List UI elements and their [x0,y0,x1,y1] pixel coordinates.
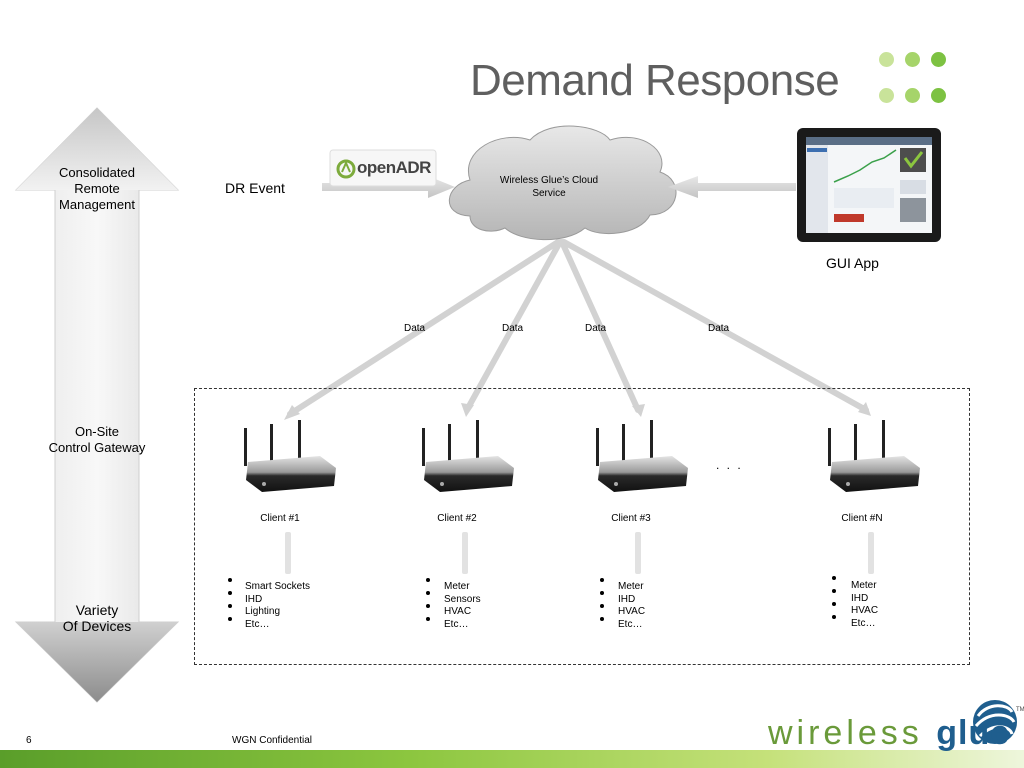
openadr-logo-text: openADR [357,158,431,177]
device-list-client-n: Meter IHD HVAC Etc… [851,580,878,630]
list-item: Meter [444,581,470,592]
consolidated-remote-management-label: Consolidated Remote Management [59,165,135,212]
dr-event-arrow [322,176,455,198]
list-item: IHD [245,593,263,605]
client-label-3: Client #3 [611,513,651,524]
variety-of-devices-label: Variety Of Devices [62,602,132,634]
list-item: Etc… [851,617,876,629]
list-item: Meter [618,581,644,592]
confidential-notice: WGN Confidential [232,735,313,746]
data-label-3: Data [585,323,607,334]
list-item: HVAC [444,606,472,617]
dr-event-label: DR Event [225,180,285,196]
openadr-logo [329,149,437,187]
device-list-client-1: Smart Sockets IHD Lighting Etc… [245,581,310,631]
data-label-2: Data [502,323,524,334]
list-item: Lighting [245,606,281,617]
device-list-client-3: Meter IHD HVAC Etc… [618,581,645,631]
list-item: Etc… [444,618,469,630]
list-item: Etc… [618,618,643,630]
gui-app-tablet [797,128,941,242]
wireless-glue-logo-mark [973,700,1017,744]
list-item: IHD [618,593,636,605]
list-item: HVAC [851,605,879,616]
data-label-4: Data [708,323,730,334]
cloud-shape [448,125,677,241]
logo-trademark: TM [1016,707,1024,713]
more-clients-ellipsis: . . . [716,458,743,472]
footer-bar [0,750,1024,768]
client-label-n: Client #N [841,513,883,524]
on-site-clients-frame [194,388,970,665]
client-label-1: Client #1 [260,513,300,524]
list-item: Etc… [245,618,270,630]
data-label-1: Data [404,323,426,334]
device-connectors [285,532,874,574]
list-item: Smart Sockets [245,581,311,592]
vertical-double-arrow [14,107,180,703]
cloud-service-label: Wireless Glue’s Cloud Service [499,175,599,199]
wireless-glue-logo-text: wireless glue [768,714,1011,752]
on-site-control-gateway-label: On-Site Control Gateway [48,424,146,455]
client-label-2: Client #2 [437,513,477,524]
list-item: Sensors [444,593,481,605]
list-item: HVAC [618,606,646,617]
gui-app-label: GUI App [826,255,879,271]
page-number: 6 [26,735,32,746]
list-item: IHD [851,592,869,604]
page-title: Demand Response [470,56,840,105]
gui-app-arrow [668,176,796,198]
data-connection-lines [287,239,869,417]
data-arrowheads [284,402,871,420]
list-item: Meter [851,580,877,591]
device-list-client-2: Meter Sensors HVAC Etc… [444,581,481,631]
router-devices [244,420,920,492]
